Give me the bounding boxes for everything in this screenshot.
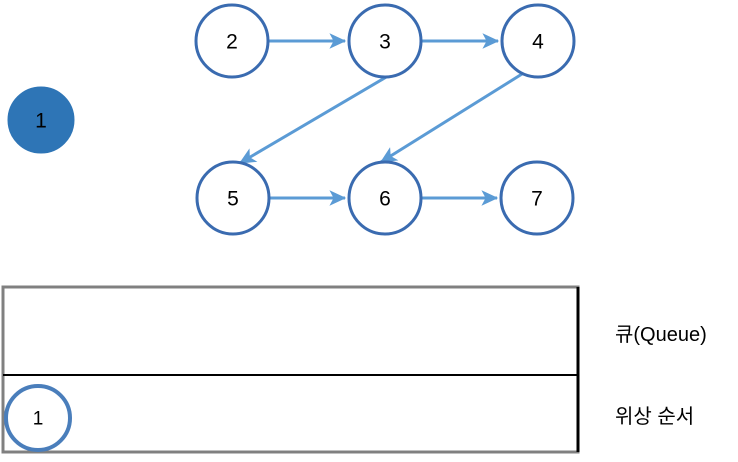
edge-4-to-6 [379, 72, 523, 164]
node-2-circle[interactable] [194, 3, 270, 79]
state-table: 1 [1, 285, 580, 454]
node-6[interactable]: 6 [347, 160, 423, 236]
node-7-circle[interactable] [499, 160, 575, 236]
node-3-circle[interactable] [347, 3, 423, 79]
node-5-circle[interactable] [195, 160, 271, 236]
node-3-label: 3 [379, 31, 391, 54]
node-7[interactable]: 7 [499, 160, 575, 236]
node-2[interactable]: 2 [194, 3, 270, 79]
node-4-label: 4 [532, 31, 544, 54]
node-1[interactable]: 1 [7, 86, 75, 154]
topological-order-row-label: 위상 순서 [615, 406, 695, 428]
node-2-label: 2 [226, 31, 238, 54]
order-item-1[interactable]: 1 [4, 384, 72, 452]
node-1-label: 1 [35, 110, 47, 133]
node-3[interactable]: 3 [347, 3, 423, 79]
order-row-contents: 1 [4, 384, 72, 452]
graph-edges [238, 33, 523, 206]
table-outer-border [1, 285, 580, 454]
node-6-circle[interactable] [347, 160, 423, 236]
node-1-circle[interactable] [7, 86, 75, 154]
graph-nodes: 1 2 3 4 5 6 [7, 3, 576, 236]
order-item-1-label: 1 [33, 409, 44, 430]
node-5[interactable]: 5 [195, 160, 271, 236]
node-4-circle[interactable] [500, 3, 576, 79]
node-5-label: 5 [227, 188, 239, 211]
node-6-label: 6 [379, 188, 391, 211]
node-7-label: 7 [531, 188, 543, 211]
edge-3-to-5 [238, 74, 389, 165]
queue-row-label: 큐(Queue) [615, 324, 707, 346]
order-item-1-circle[interactable] [4, 384, 72, 452]
node-4[interactable]: 4 [500, 3, 576, 79]
